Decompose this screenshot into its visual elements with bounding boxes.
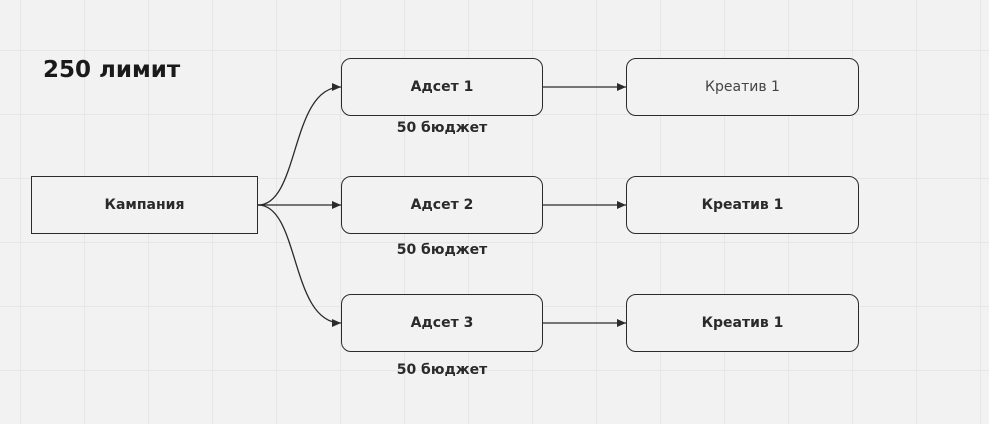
- adset-budget-1: 50 бюджет: [396, 120, 488, 136]
- adset-node-3[interactable]: Адсет 3: [341, 294, 543, 352]
- creative-label-1: Креатив 1: [705, 79, 780, 95]
- adset-node-2[interactable]: Адсет 2: [341, 176, 543, 234]
- adset-label-3: Адсет 3: [410, 315, 474, 331]
- adset-node-1[interactable]: Адсет 1: [341, 58, 543, 116]
- adset-budget-3: 50 бюджет: [396, 362, 488, 378]
- creative-node-3[interactable]: Креатив 1: [626, 294, 859, 352]
- diagram-title: 250 лимит: [43, 57, 181, 83]
- campaign-node[interactable]: Кампания: [31, 176, 258, 234]
- connector-campaign-adset-3: [257, 204, 342, 327]
- adset-label-2: Адсет 2: [410, 197, 474, 213]
- adset-label-1: Адсет 1: [410, 79, 474, 95]
- creative-node-2[interactable]: Креатив 1: [626, 176, 859, 234]
- creative-label-2: Креатив 1: [701, 197, 784, 213]
- adset-budget-2: 50 бюджет: [396, 242, 488, 258]
- campaign-label: Кампания: [104, 197, 185, 213]
- creative-node-1[interactable]: Креатив 1: [626, 58, 859, 116]
- creative-label-3: Креатив 1: [701, 315, 784, 331]
- connector-campaign-adset-1: [257, 83, 342, 206]
